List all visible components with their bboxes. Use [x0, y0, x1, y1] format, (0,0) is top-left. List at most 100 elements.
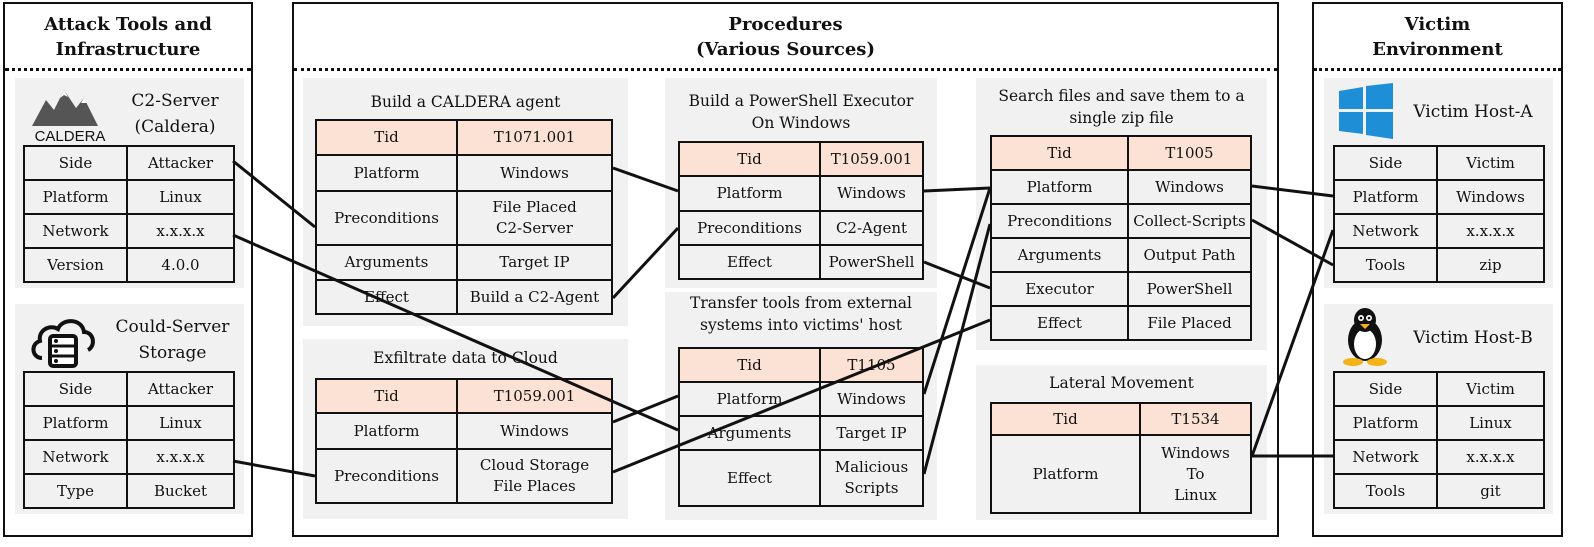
field-name-cell: Platform: [678, 175, 821, 212]
linux-penguin-icon: [1340, 306, 1390, 370]
field-value-cell: Windows: [1436, 179, 1545, 215]
field-value-cell: Linux: [126, 179, 235, 215]
field-name-cell: Tid: [678, 141, 821, 177]
field-value-cell: Target IP: [819, 415, 924, 451]
field-name-cell: Network: [23, 213, 128, 249]
field-name-cell: Tid: [315, 119, 458, 156]
field-name-cell: Platform: [315, 412, 458, 450]
field-value-cell: T1071.001: [456, 119, 613, 156]
field-value-cell: Windows: [456, 154, 613, 192]
field-name-cell: Executor: [990, 271, 1129, 307]
field-value-cell: PowerShell: [819, 244, 924, 280]
field-value-cell: T1059.001: [456, 378, 613, 414]
field-name-cell: Side: [1333, 145, 1438, 181]
field-value-cell: Attacker: [126, 371, 235, 407]
field-value-cell: T1105: [819, 347, 924, 383]
field-value-cell: Target IP: [456, 244, 613, 281]
field-value-cell: PowerShell: [1127, 271, 1252, 307]
field-value-cell: File Placed: [1127, 305, 1252, 341]
field-name-cell: Side: [1333, 371, 1438, 407]
field-name-cell: Platform: [990, 169, 1129, 205]
procedure-title: Exfiltrate data to Cloud: [373, 349, 558, 367]
field-value-cell: 4.0.0: [126, 247, 235, 283]
field-name-cell: Side: [23, 371, 128, 407]
field-value-cell: x.x.x.x: [1436, 439, 1545, 475]
procedures-title: Procedures (Various Sources): [696, 14, 875, 60]
field-name-cell: Effect: [990, 305, 1129, 341]
field-name-cell: Tid: [678, 347, 821, 383]
procedure-title: Lateral Movement: [1049, 374, 1194, 392]
field-name-cell: Arguments: [990, 237, 1129, 273]
procedure-title: Build a PowerShell Executor On Windows: [688, 92, 914, 132]
victim-host-a-title: Victim Host-A: [1413, 102, 1533, 122]
field-name-cell: Effect: [315, 279, 458, 315]
field-name-cell: Network: [1333, 213, 1438, 249]
field-name-cell: Preconditions: [315, 448, 458, 504]
attack-tools-title: Attack Tools and Infrastructure: [44, 14, 212, 60]
field-value-cell: Linux: [126, 405, 235, 441]
caldera-logo-icon: CALDERA: [24, 84, 116, 148]
field-name-cell: Arguments: [315, 244, 458, 281]
field-value-cell: Victim: [1436, 371, 1545, 407]
cloud-storage-title: Could-Server Storage: [115, 317, 230, 363]
field-value-cell: Attacker: [126, 145, 235, 181]
field-value-cell: Windows: [819, 381, 924, 417]
field-name-cell: Tid: [990, 135, 1129, 171]
victim-host-b-title: Victim Host-B: [1413, 328, 1533, 348]
field-name-cell: Effect: [678, 449, 821, 507]
field-value-cell: x.x.x.x: [126, 213, 235, 249]
procedure-title: Build a CALDERA agent: [370, 93, 561, 111]
field-name-cell: Tid: [315, 378, 458, 414]
field-value-cell: Bucket: [126, 473, 235, 509]
procedure-title: Search files and save them to a single z…: [998, 87, 1245, 127]
field-value-cell: Malicious Scripts: [819, 449, 924, 507]
field-value-cell: Windows: [1127, 169, 1252, 205]
field-name-cell: Side: [23, 145, 128, 181]
field-value-cell: Victim: [1436, 145, 1545, 181]
field-value-cell: T1534: [1139, 402, 1252, 436]
field-name-cell: Platform: [23, 405, 128, 441]
field-value-cell: Windows To Linux: [1139, 434, 1252, 514]
field-value-cell: Cloud Storage File Places: [456, 448, 613, 504]
field-name-cell: Tools: [1333, 473, 1438, 509]
field-name-cell: Platform: [1333, 179, 1438, 215]
field-name-cell: Network: [1333, 439, 1438, 475]
field-name-cell: Platform: [23, 179, 128, 215]
field-name-cell: Preconditions: [678, 210, 821, 246]
field-value-cell: zip: [1436, 247, 1545, 283]
windows-logo-icon: [1339, 83, 1393, 143]
